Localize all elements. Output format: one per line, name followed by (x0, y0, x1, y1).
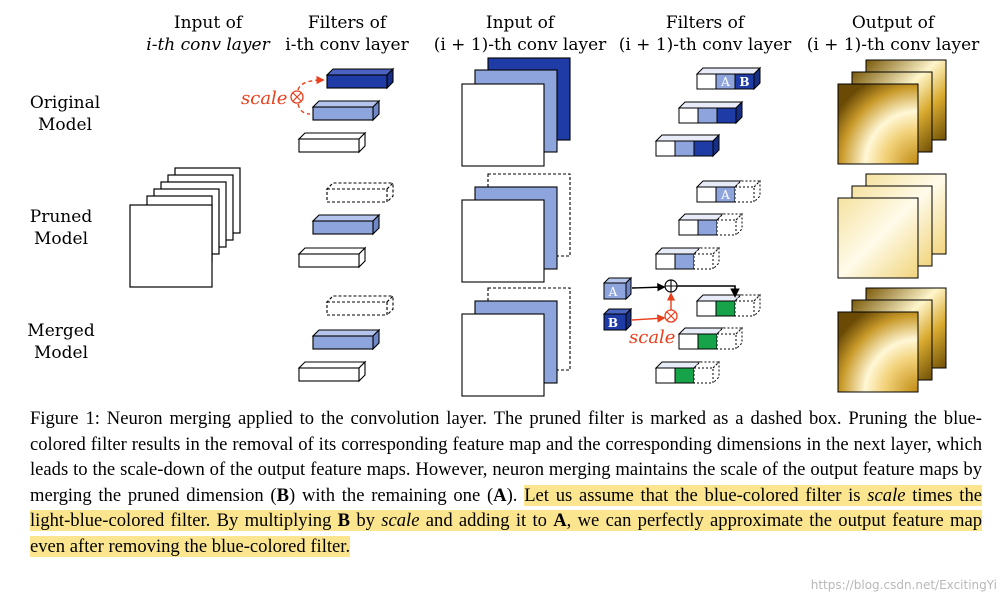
filters-i-pruned (297, 181, 395, 269)
filters-i-original (297, 67, 395, 154)
filters-i1-pruned (654, 179, 762, 271)
output-merged (837, 287, 947, 393)
output-pruned (837, 173, 947, 279)
column-header-filters-i1: Filters of (i + 1)-th conv layer (618, 13, 792, 55)
column-header-input-i1: Input of (i + 1)-th conv layer (433, 13, 607, 55)
output-original (837, 59, 947, 165)
merge-operation (602, 276, 740, 332)
input-feature-map-stack (129, 167, 241, 288)
scale-label-original: scale (241, 88, 287, 109)
column-header-input-i: Input of i-th conv layer (146, 13, 270, 55)
label-a-original: A (720, 75, 730, 89)
row-label-merged: Merged Model (27, 321, 95, 363)
diagram-canvas: A B (129, 57, 947, 397)
column-header-output-i1: Output of (i + 1)-th conv layer (806, 13, 980, 55)
input-i1-pruned (461, 173, 571, 283)
row-label-original: Original Model (29, 93, 101, 135)
figure-caption: Figure 1: Neuron merging applied to the … (30, 408, 983, 557)
filters-i1-merged (654, 293, 762, 385)
label-b-original: B (739, 75, 749, 89)
label-a-pruned: A (720, 188, 730, 202)
merge-label-a: A (608, 285, 618, 299)
filters-i1-original (654, 66, 762, 158)
scale-annotation-original (290, 75, 325, 115)
watermark: https://blog.csdn.net/ExcitingYi (810, 578, 997, 592)
row-label-pruned: Pruned Model (29, 207, 93, 249)
input-i1-merged (461, 287, 571, 397)
figure: Input of i-th conv layer Filters of i-th… (27, 13, 980, 397)
input-i1-original (461, 57, 571, 167)
merge-label-b: B (608, 316, 618, 330)
scale-label-merged: scale (629, 327, 675, 348)
filters-i-merged (297, 294, 395, 383)
column-header-filters-i: Filters of i-th conv layer (285, 13, 409, 55)
